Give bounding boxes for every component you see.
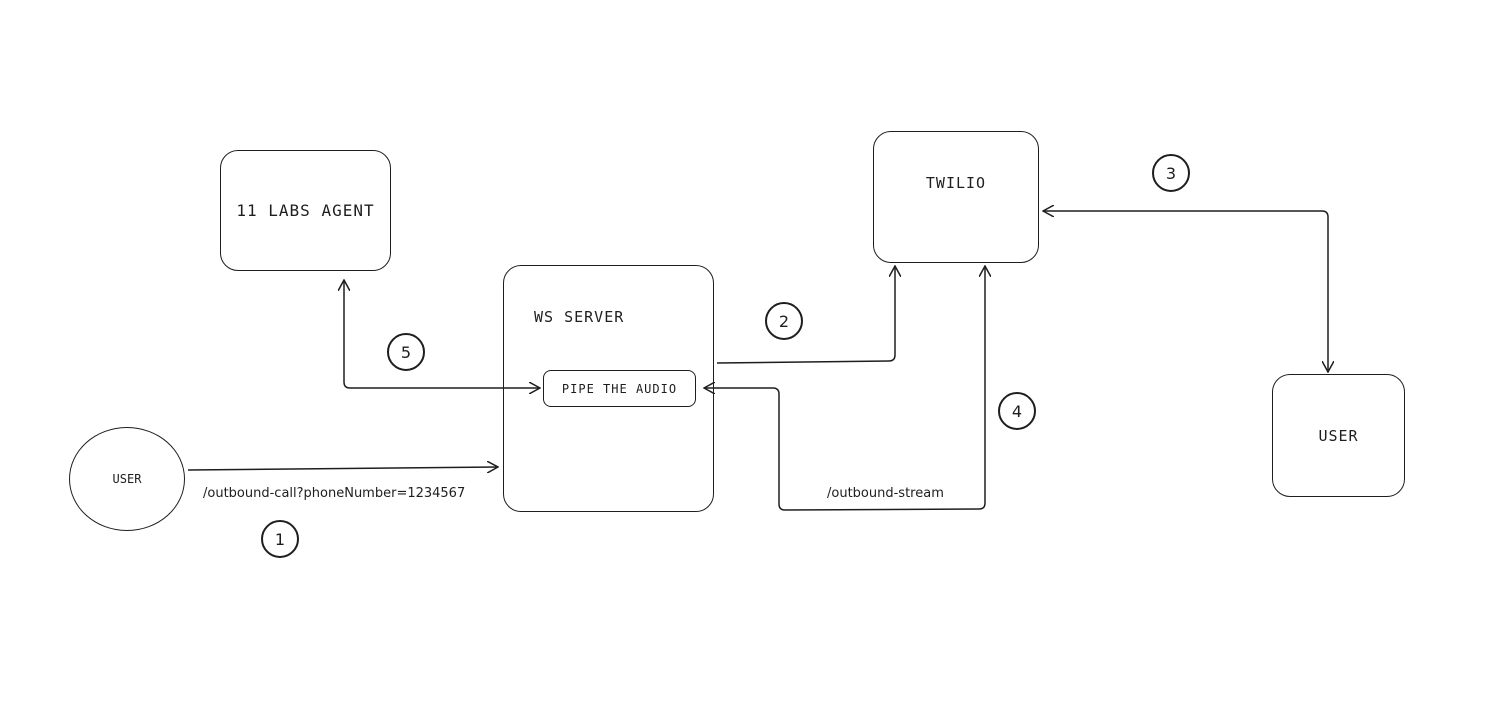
- step-1-badge: 1: [261, 520, 299, 558]
- ws-server-box: WS SERVER: [503, 265, 714, 512]
- step-5-badge: 5: [387, 333, 425, 371]
- pipe-audio-box: PIPE THE AUDIO: [543, 370, 696, 407]
- ws-server-label: WS SERVER: [534, 308, 625, 326]
- twilio-label: TWILIO: [925, 174, 987, 192]
- edge-twilio-outbound-stream: [704, 266, 985, 511]
- user-right-label: USER: [1318, 426, 1359, 445]
- labs-agent-box: 11 LABS AGENT: [220, 150, 391, 271]
- outbound-stream-label: /outbound-stream: [827, 486, 944, 501]
- user-left-circle: USER: [69, 427, 185, 531]
- user-right-box: USER: [1272, 374, 1405, 497]
- edge-ws-server-to-twilio: [716, 266, 895, 364]
- step-2-badge: 2: [765, 302, 803, 340]
- outbound-call-label: /outbound-call?phoneNumber=1234567: [203, 486, 466, 501]
- pipe-audio-label: PIPE THE AUDIO: [561, 381, 678, 396]
- twilio-box: TWILIO: [873, 131, 1039, 263]
- step-3-badge: 3: [1152, 154, 1190, 192]
- edge-user-to-ws-server: [187, 467, 498, 470]
- labs-agent-label: 11 LABS AGENT: [236, 201, 375, 220]
- edge-labs-agent-to-pipe-audio: [344, 280, 540, 388]
- step-4-badge: 4: [998, 392, 1036, 430]
- user-left-label: USER: [112, 472, 142, 486]
- edge-twilio-to-user: [1043, 211, 1328, 372]
